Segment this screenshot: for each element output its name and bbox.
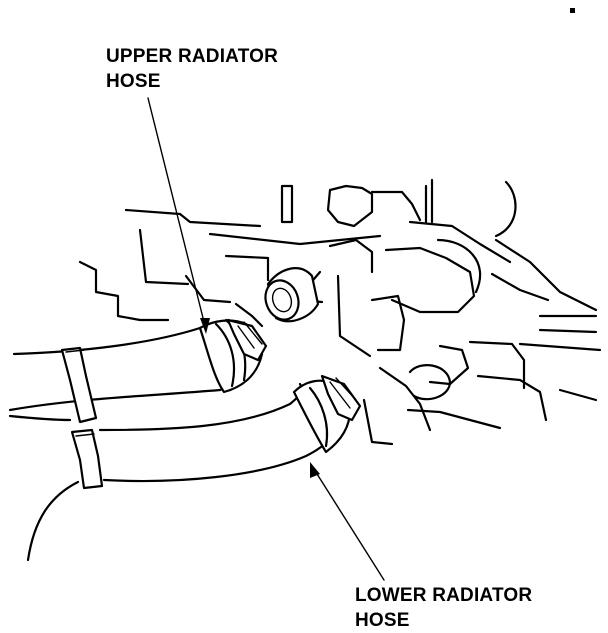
corner-mark [570, 8, 575, 13]
upper-label-line2: HOSE [106, 71, 161, 92]
engine-assembly [78, 178, 602, 446]
lower-label-line1: LOWER RADIATOR [355, 585, 533, 606]
upper-label-line1: UPPER RADIATOR [106, 46, 279, 67]
upper-hose-clamp [226, 318, 268, 362]
radiator-tank-outline [8, 414, 80, 562]
lower-hose-pointer [310, 462, 385, 581]
upper-radiator-hose [8, 318, 264, 412]
upper-radiator-hose-label: UPPER RADIATOR HOSE [106, 44, 278, 94]
lower-hose-clamp [320, 374, 362, 422]
lower-label-line2: HOSE [355, 610, 410, 631]
upper-outlet-neck [264, 267, 320, 323]
radiator-side-clamps [60, 346, 104, 490]
upper-hose-pointer [147, 97, 210, 334]
lower-radiator-hose-label: LOWER RADIATOR HOSE [355, 583, 532, 633]
